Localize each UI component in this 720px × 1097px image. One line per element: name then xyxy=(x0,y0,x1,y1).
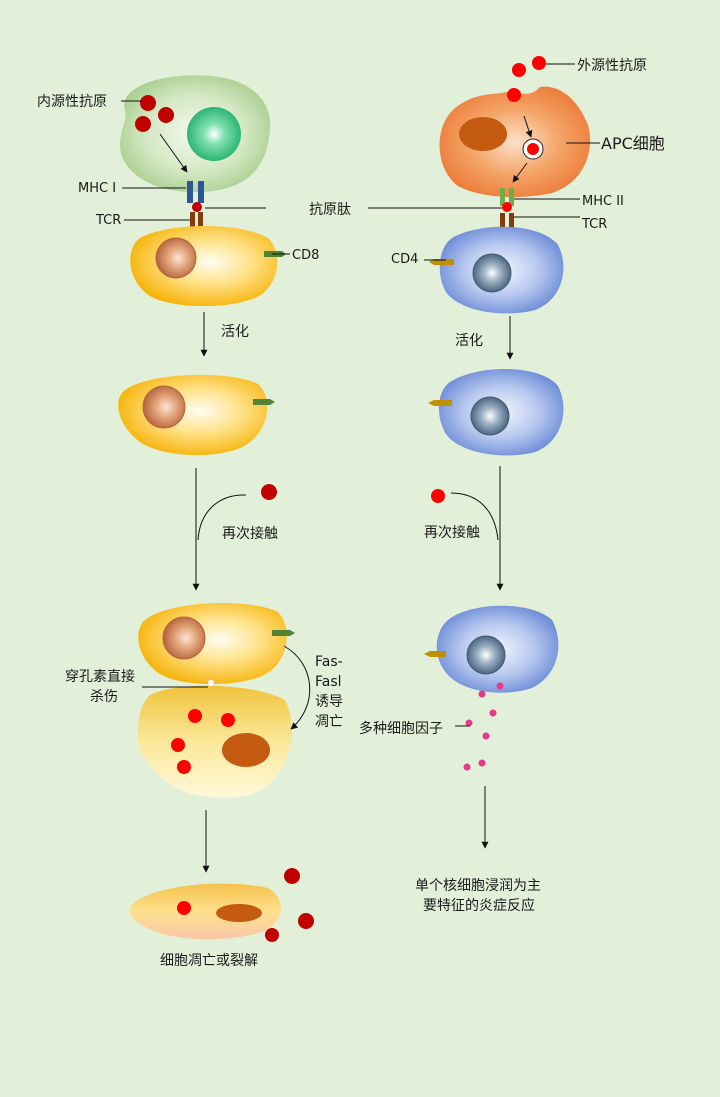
antigen-dot xyxy=(431,489,445,503)
inflammation-label-line1: 单个核细胞浸润为主 xyxy=(415,878,541,894)
tcr-receptor xyxy=(500,213,505,230)
apoptosis-result-label: 细胞凋亡或裂解 xyxy=(160,953,258,969)
mhc2-receptor xyxy=(500,188,505,206)
apc-cell-nucleus xyxy=(459,117,507,151)
tcr-receptor xyxy=(198,212,203,230)
released-antigen-dot xyxy=(284,868,300,884)
fas-label-line4: 凋亡 xyxy=(315,714,343,730)
mhc1-label: MHC I xyxy=(78,181,116,196)
engulfed-antigen-dot xyxy=(507,88,521,102)
antigen-peptide-dot xyxy=(192,202,202,212)
recontact-left-label: 再次接触 xyxy=(222,525,278,542)
apoptotic-cell-nucleus xyxy=(216,904,262,922)
tcr-left-label: TCR xyxy=(95,213,121,228)
antigen-dot xyxy=(188,709,202,723)
cd8-marker xyxy=(272,630,295,636)
antigen-dot xyxy=(177,901,191,915)
phagosome-antigen xyxy=(527,143,539,155)
antigen-dot xyxy=(171,738,185,752)
endocytosis-arrow xyxy=(523,115,533,138)
antigen-dot xyxy=(177,760,191,774)
recontact-right-label: 再次接触 xyxy=(424,524,480,541)
cytokine-dot xyxy=(463,763,471,771)
antigen-peptide-label: 抗原肽 xyxy=(309,202,351,218)
endogenous-antigen-dot xyxy=(135,116,151,132)
processing-arrow xyxy=(159,133,188,173)
endogenous-antigen-dot xyxy=(140,95,156,111)
antigen-dot xyxy=(261,484,277,500)
cd8-t-cell xyxy=(130,226,278,307)
cytokine-label: 多种细胞因子 xyxy=(359,720,443,737)
cytokine-dot xyxy=(489,709,497,717)
activate-right-label: 活化 xyxy=(455,333,483,349)
activated-cd8-nucleus xyxy=(142,385,186,429)
antigen-dot xyxy=(221,713,235,727)
released-antigen-dot xyxy=(265,928,279,942)
perforin-label-line1: 穿孔素直接 xyxy=(65,668,135,685)
cytokine-dot xyxy=(465,719,473,727)
apc-label: APC细胞 xyxy=(601,134,665,153)
mhc2-receptor xyxy=(509,188,514,206)
cytokine-dot xyxy=(482,732,490,740)
activate-left-label: 活化 xyxy=(221,324,249,340)
exogenous-antigen-dot xyxy=(512,63,526,77)
perforin-label-line2: 杀伤 xyxy=(90,689,118,705)
fas-label-line2: Fasl xyxy=(315,674,342,690)
host-cell-nucleus xyxy=(187,107,241,161)
target-cell xyxy=(137,685,292,798)
cytokine-dot xyxy=(496,682,504,690)
activated-cd4-nucleus xyxy=(470,396,510,436)
fas-label-line3: 诱导 xyxy=(315,694,343,710)
cytokine-dot xyxy=(478,690,486,698)
fas-arrow xyxy=(283,645,311,730)
exogenous-antigen-dot xyxy=(532,56,546,70)
tcr-receptor xyxy=(190,212,195,230)
recontact-right-curve xyxy=(450,492,499,541)
cd4-label: CD4 xyxy=(391,252,418,267)
activated-cd8-t-cell xyxy=(118,374,268,456)
mhc1-receptor xyxy=(198,181,204,203)
effector-ctl-nucleus xyxy=(162,616,206,660)
tcr-receptor xyxy=(509,213,514,230)
apoptotic-cell xyxy=(129,883,281,940)
effector-th-nucleus xyxy=(466,635,506,675)
mhc2-label: MHC II xyxy=(582,194,624,209)
cd8-marker xyxy=(253,399,275,405)
apc-cell xyxy=(439,86,591,198)
inflammation-label-line2: 要特征的炎症反应 xyxy=(423,897,535,914)
fas-label-line1: Fas- xyxy=(315,654,343,670)
endogenous-antigen-dot xyxy=(158,107,174,123)
cd8-t-cell-nucleus xyxy=(155,237,197,279)
target-cell-nucleus xyxy=(222,733,270,767)
endogenous-antigen-label: 内源性抗原 xyxy=(37,94,107,110)
exogenous-antigen-label: 外源性抗原 xyxy=(577,58,647,74)
cytokine-dot xyxy=(478,759,486,767)
mhc1-receptor xyxy=(187,181,193,203)
cd8-label: CD8 xyxy=(292,248,319,263)
antigen-peptide-dot xyxy=(502,202,512,212)
cd4-marker xyxy=(428,400,452,406)
presentation-arrow xyxy=(512,162,528,183)
recontact-left-curve xyxy=(197,494,247,541)
released-antigen-dot xyxy=(298,913,314,929)
cd4-t-cell-nucleus xyxy=(472,253,512,293)
effector-ctl-cell xyxy=(138,602,287,685)
cd4-marker xyxy=(424,651,446,657)
tcr-right-label: TCR xyxy=(581,217,607,232)
